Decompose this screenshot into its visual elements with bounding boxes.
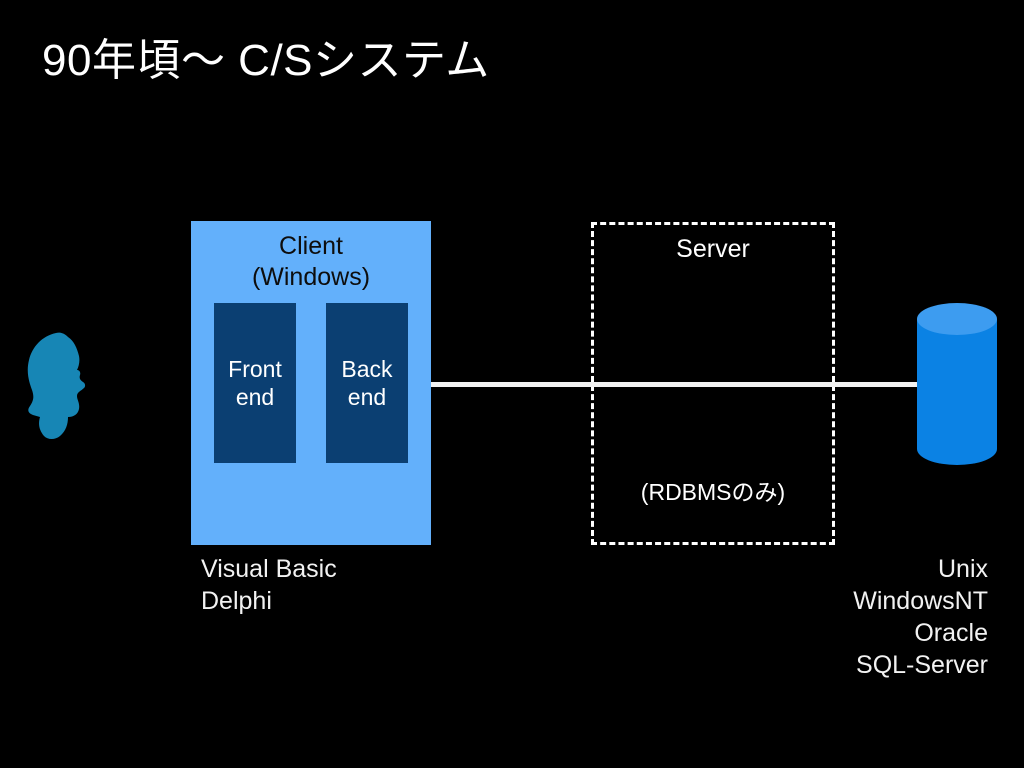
person-head-silhouette-icon (22, 330, 122, 440)
back-end-box[interactable]: Back end (326, 303, 408, 463)
database-cylinder-icon[interactable] (917, 303, 997, 465)
server-technology-caption: Unix WindowsNT Oracle SQL-Server (853, 555, 988, 679)
page-title: 90年頃〜 C/Sシステム (42, 36, 490, 85)
front-end-box[interactable]: Front end (214, 303, 296, 463)
server-box-title: Server (676, 235, 750, 263)
client-technology-caption: Visual Basic Delphi (201, 555, 337, 615)
client-box-title: Client (Windows) (251, 232, 371, 292)
client-box[interactable]: Client (Windows) Front end Back end (191, 221, 431, 545)
client-server-connector (431, 382, 921, 387)
server-box-subtitle: (RDBMSのみ) (640, 479, 786, 505)
